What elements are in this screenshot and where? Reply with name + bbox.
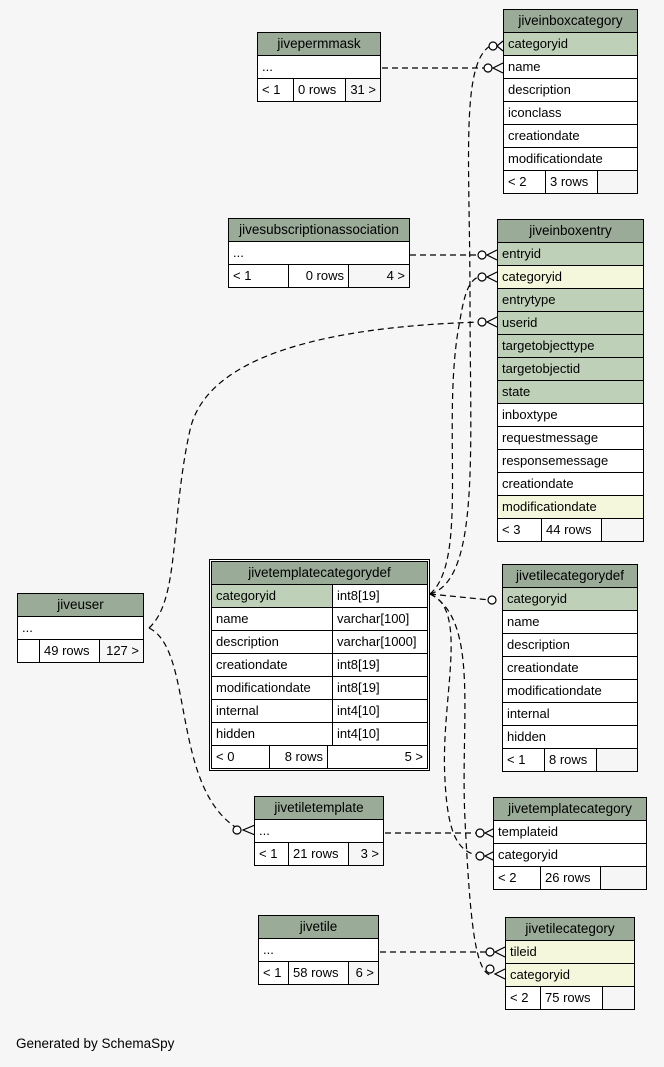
edge-end-circle bbox=[483, 63, 493, 73]
table-footer: < 1 21 rows 3 > bbox=[255, 843, 383, 865]
table-row: modificationdate bbox=[504, 148, 637, 171]
table-footer: < 1 8 rows bbox=[503, 749, 637, 771]
table-footer: < 1 58 rows 6 > bbox=[259, 962, 378, 984]
table-row: responsemessage bbox=[498, 450, 643, 473]
edge-templatecatdef-jivetemplatecategory bbox=[429, 593, 486, 857]
edge-end-circle bbox=[477, 317, 487, 327]
table-footer: < 1 0 rows 4 > bbox=[229, 265, 409, 287]
edge-templatecatdef-jivetilecategorydef bbox=[429, 593, 491, 601]
edge-end-circle bbox=[488, 41, 498, 51]
table-jivetilecategorydef[interactable]: jivetilecategorydef categoryid name desc… bbox=[502, 564, 638, 772]
table-header: jiveinboxentry bbox=[498, 220, 643, 243]
table-header: jivetile bbox=[259, 916, 378, 939]
table-header: jiveuser bbox=[18, 594, 143, 617]
table-header: jivetemplatecategorydef bbox=[212, 562, 427, 585]
table-row: iconclass bbox=[504, 102, 637, 125]
table-row: creationdate bbox=[498, 473, 643, 496]
edge-templatecatdef-jivetilecategory bbox=[429, 593, 491, 976]
edge-end-circle bbox=[475, 851, 485, 861]
table-footer: < 3 44 rows bbox=[498, 519, 643, 541]
table-row: name bbox=[503, 611, 637, 634]
edge-jiveuser-jivetiletemplate bbox=[148, 627, 241, 831]
table-row: ... bbox=[229, 242, 409, 265]
edge-templatecatdef-jiveinboxcategory bbox=[429, 44, 493, 595]
generated-by-note: Generated by SchemaSpy bbox=[16, 1036, 175, 1051]
table-header: jiveinboxcategory bbox=[504, 10, 637, 33]
table-header: jivetilecategory bbox=[506, 918, 634, 941]
edge-end-circle bbox=[232, 825, 242, 835]
table-row: state bbox=[498, 381, 643, 404]
table-row: ... bbox=[259, 939, 378, 962]
table-row: ... bbox=[18, 617, 143, 640]
table-jivesubscriptionassociation[interactable]: jivesubscriptionassociation ... < 1 0 ro… bbox=[228, 218, 410, 288]
table-row: tileid bbox=[506, 941, 634, 964]
table-row: entrytype bbox=[498, 289, 643, 312]
table-row: ... bbox=[255, 820, 383, 843]
edge-end-circle bbox=[485, 947, 495, 957]
edge-jiveuser-jiveinboxentry bbox=[148, 321, 483, 629]
table-jivetile[interactable]: jivetile ... < 1 58 rows 6 > bbox=[258, 915, 379, 985]
table-row: inboxtype bbox=[498, 404, 643, 427]
table-header: jivesubscriptionassociation bbox=[229, 219, 409, 242]
table-jiveuser[interactable]: jiveuser ... 49 rows 127 > bbox=[17, 593, 144, 663]
table-row: categoryid bbox=[494, 844, 646, 867]
table-header: jivepermmask bbox=[258, 33, 380, 56]
edge-templatecatdef-jiveinboxentry bbox=[429, 275, 483, 595]
table-header: jivetiletemplate bbox=[255, 797, 383, 820]
table-jivetiletemplate[interactable]: jivetiletemplate ... < 1 21 rows 3 > bbox=[254, 796, 384, 866]
table-footer: < 2 3 rows bbox=[504, 171, 637, 193]
table-row: name bbox=[504, 56, 637, 79]
table-jivetemplatecategory[interactable]: jivetemplatecategory templateid category… bbox=[493, 797, 647, 890]
edge-end-circle bbox=[477, 250, 487, 260]
table-row: templateid bbox=[494, 821, 646, 844]
table-row: categoryid bbox=[506, 964, 634, 987]
table-row: requestmessage bbox=[498, 427, 643, 450]
table-jiveinboxcategory[interactable]: jiveinboxcategory categoryid name descri… bbox=[503, 9, 638, 194]
edge-end-circle bbox=[487, 595, 497, 605]
edge-end-circle bbox=[475, 828, 485, 838]
table-row: modificationdate bbox=[498, 496, 643, 519]
table-footer: 49 rows 127 > bbox=[18, 640, 143, 662]
table-header: jivetemplatecategory bbox=[494, 798, 646, 821]
table-row: categoryid bbox=[498, 266, 643, 289]
table-footer: < 2 26 rows bbox=[494, 867, 646, 889]
table-row: categoryid bbox=[504, 33, 637, 56]
table-row: hidden bbox=[503, 726, 637, 749]
table-footer: < 0 8 rows 5 > bbox=[212, 746, 427, 768]
table-jivetilecategory[interactable]: jivetilecategory tileid categoryid < 2 7… bbox=[505, 917, 635, 1010]
table-footer: < 1 0 rows 31 > bbox=[258, 79, 380, 101]
table-row: categoryid bbox=[503, 588, 637, 611]
table-row: ... bbox=[258, 56, 380, 79]
table-jivepermmask[interactable]: jivepermmask ... < 1 0 rows 31 > bbox=[257, 32, 381, 102]
table-row: modificationdate bbox=[503, 680, 637, 703]
table-row: creationdate bbox=[504, 125, 637, 148]
edge-end-circle bbox=[485, 964, 495, 974]
table-row: internal bbox=[503, 703, 637, 726]
table-row: description bbox=[503, 634, 637, 657]
table-header: jivetilecategorydef bbox=[503, 565, 637, 588]
table-jiveinboxentry[interactable]: jiveinboxentry entryid categoryid entryt… bbox=[497, 219, 644, 542]
table-footer: < 2 75 rows bbox=[506, 987, 634, 1009]
edge-end-circle bbox=[477, 272, 487, 282]
table-row: entryid bbox=[498, 243, 643, 266]
table-row: userid bbox=[498, 312, 643, 335]
table-row: targetobjectid bbox=[498, 358, 643, 381]
table-row: creationdate bbox=[503, 657, 637, 680]
table-row: description bbox=[504, 79, 637, 102]
table-row: targetobjecttype bbox=[498, 335, 643, 358]
